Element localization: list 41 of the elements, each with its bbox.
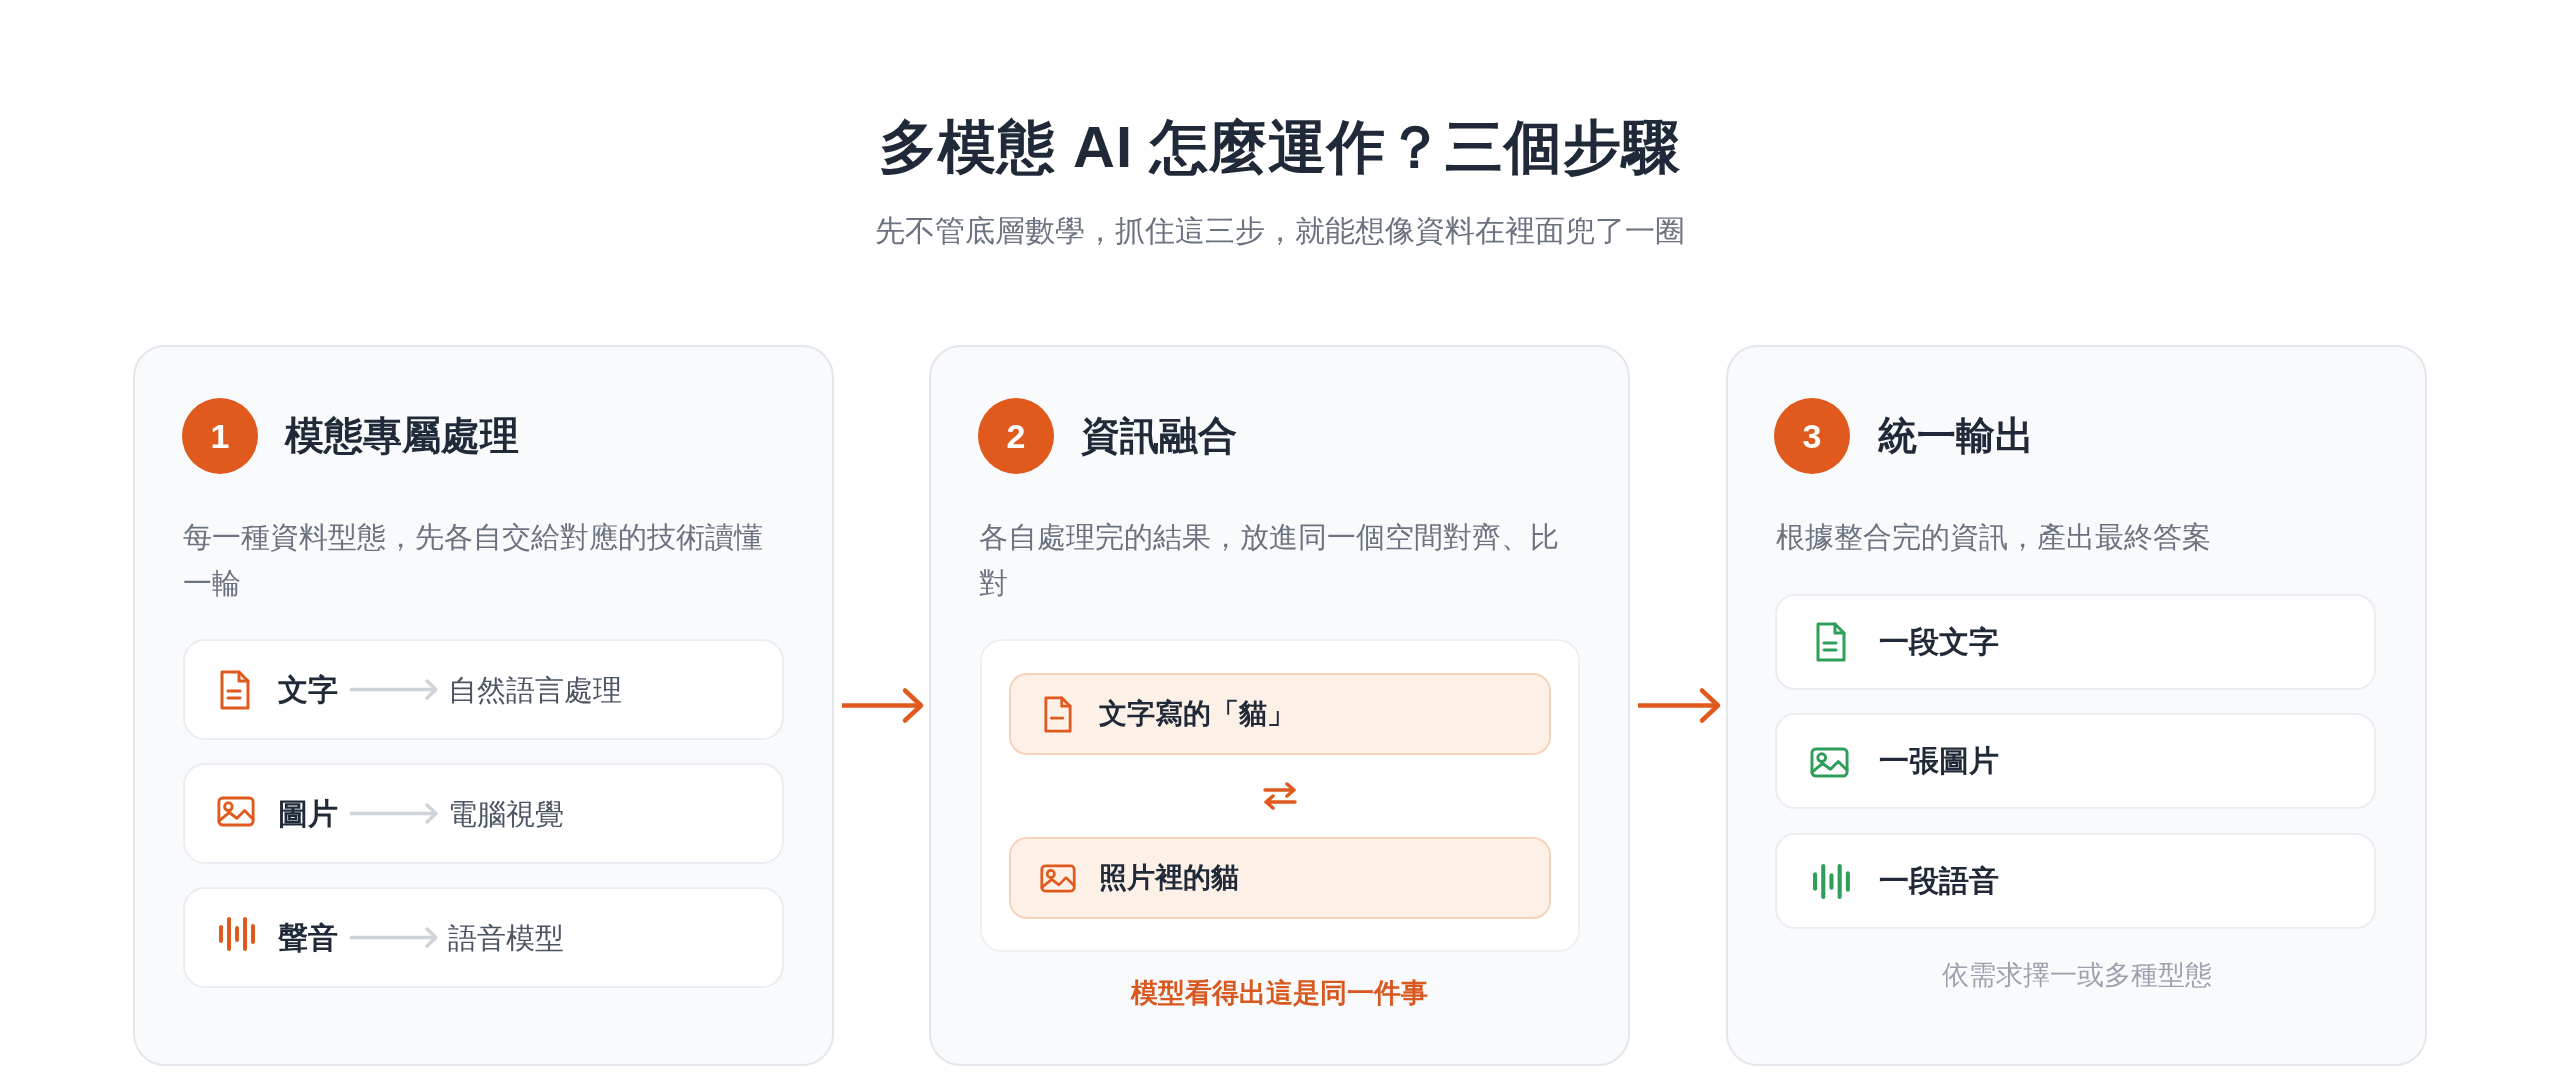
output-label: 一段文字	[1879, 624, 1999, 660]
output-card	[1775, 594, 2376, 690]
mapping-row	[183, 887, 784, 988]
mapping-row	[183, 639, 784, 740]
step-note: 模型看得出這是同一件事	[1131, 977, 1428, 1010]
match-label: 照片裡的貓	[1099, 861, 1239, 895]
step-heading: 模態專屬處理	[285, 413, 519, 459]
step-description: 每一種資料型態，先各自交給對應的技術讀懂一輪	[183, 520, 764, 601]
step-number: 1	[182, 398, 258, 474]
technique-label: 電腦視覺	[448, 793, 564, 834]
arrow	[350, 679, 438, 700]
step-number: 3	[1774, 398, 1850, 474]
technique-label: 語音模型	[448, 917, 564, 958]
step-heading: 統一輸出	[1878, 413, 2034, 459]
arrow	[350, 803, 438, 824]
step-card	[1726, 345, 2427, 1066]
step-description: 各自處理完的結果，放進同一個空間對齊、比對	[979, 520, 1560, 601]
arrow	[350, 927, 438, 948]
modality-label: 聲音	[278, 917, 338, 958]
title: 多模態 AI 怎麼運作？三個步驟	[878, 114, 1682, 180]
step-card	[133, 345, 834, 1066]
step-number: 2	[978, 398, 1054, 474]
step-card	[929, 345, 1630, 1066]
arrow	[1638, 688, 1721, 723]
output-card	[1775, 833, 2376, 929]
mapping-row	[183, 763, 784, 864]
arrow	[842, 688, 924, 723]
match-card	[1009, 837, 1551, 919]
subtitle: 先不管底層數學，抓住這三步，就能想像資料在裡面兜了一圈	[875, 213, 1685, 249]
comparison-panel	[980, 639, 1580, 952]
match-label: 文字寫的「貓」	[1099, 697, 1295, 731]
technique-label: 自然語言處理	[448, 669, 622, 710]
modality-label: 圖片	[278, 793, 338, 834]
modality-label: 文字	[278, 669, 338, 710]
step-heading: 資訊融合	[1081, 413, 1237, 459]
output-label: 一張圖片	[1879, 743, 1999, 779]
step-description: 根據整合完的資訊，產出最終答案	[1776, 520, 2212, 555]
match-card	[1009, 673, 1551, 755]
output-card	[1775, 713, 2376, 809]
step-note: 依需求擇一或多種型態	[1941, 959, 2212, 992]
output-label: 一段語音	[1879, 863, 1999, 899]
